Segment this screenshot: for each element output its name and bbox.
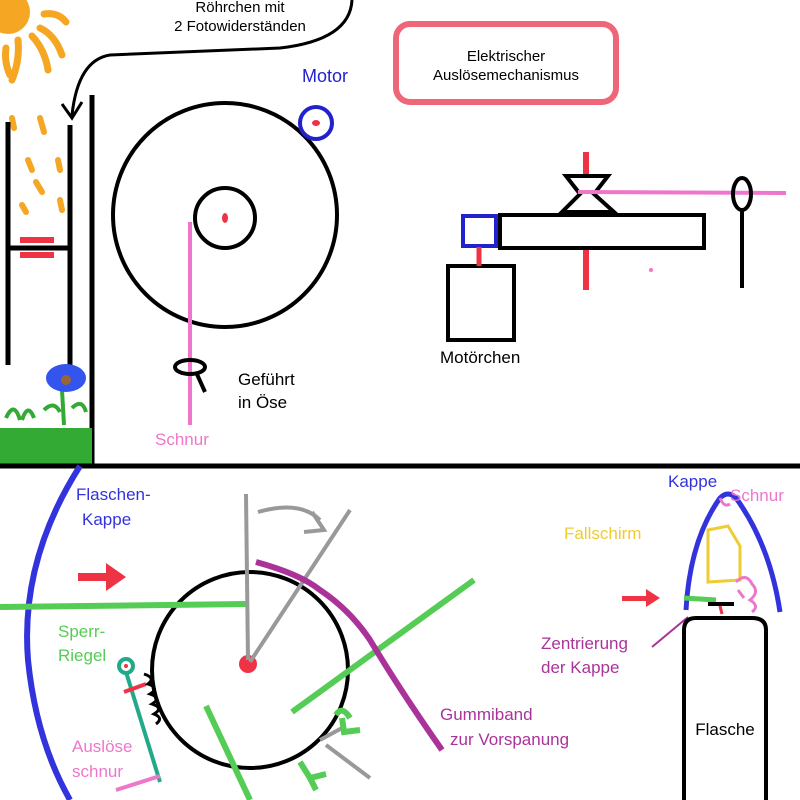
latch-label-line2: Riegel [58,646,106,665]
rubber-label-line1: Gummiband [440,705,533,724]
cap-string-top [718,497,731,507]
light-rays [9,115,65,215]
red-arrow-icon [78,563,126,591]
trigger-box-line2: Auslösemechanismus [433,67,579,84]
large-wheel [111,101,339,329]
photoresistor-tube [5,122,73,365]
centering-pointer [651,616,689,648]
trigger-label-line2: schnur [72,762,123,781]
tube-pointer-arrowhead [60,101,84,121]
folded-string [734,576,757,614]
bottle-cap-outline [24,464,83,800]
trigger-string [115,657,162,792]
rubber-band [255,559,445,752]
latch-label-line1: Sperr- [58,622,105,641]
wheel-hub [193,186,257,250]
tube-label-line1: Röhrchen mit [195,0,285,16]
guided-label-line1: Geführt [238,370,295,389]
string-label: Schnur [155,430,209,449]
parachute-icon [706,524,742,584]
bottle-outline [682,616,768,800]
sun-icon [0,0,70,84]
trigger-mechanism [446,152,787,342]
small-motor-label: Motörchen [440,348,520,367]
motor-axle [312,120,320,126]
eyelet-icon [173,358,207,393]
photoresistor-1 [20,237,54,243]
bottle-cap-label-line2: Kappe [82,510,131,529]
tube-pointer-line [70,0,354,116]
trigger-label-line1: Auslöse [72,737,132,756]
centering-label-line1: Zentrierung [541,634,628,653]
tube-label-line2: 2 Fotowiderständen [174,18,306,35]
rubber-label-line2: zur Vorspanung [450,730,569,749]
motor-label: Motor [302,66,348,86]
bottle-cap-label-line1: Flaschen- [76,485,151,504]
cap-string-label: Schnur [730,486,784,505]
locking-latch [0,577,476,800]
photoresistor-2 [20,252,54,258]
guided-label-line2: in Öse [238,393,287,412]
rotation-indicator [244,493,372,780]
bottle-label: Flasche [695,720,755,739]
wheel-axle [222,213,228,223]
motor-icon [298,105,334,141]
trigger-mechanism-box [393,21,619,105]
cap-outline [683,491,783,613]
grass [0,428,92,464]
centering-label-line2: der Kappe [541,658,619,677]
parachute-label: Fallschirm [564,524,641,543]
small-red-arrow-icon [622,589,660,607]
latch-tip [683,595,717,603]
trigger-box-line1: Elektrischer [467,48,545,65]
cap-label: Kappe [668,472,717,491]
flower-icon [4,364,88,426]
cap-center-pin [718,605,724,615]
